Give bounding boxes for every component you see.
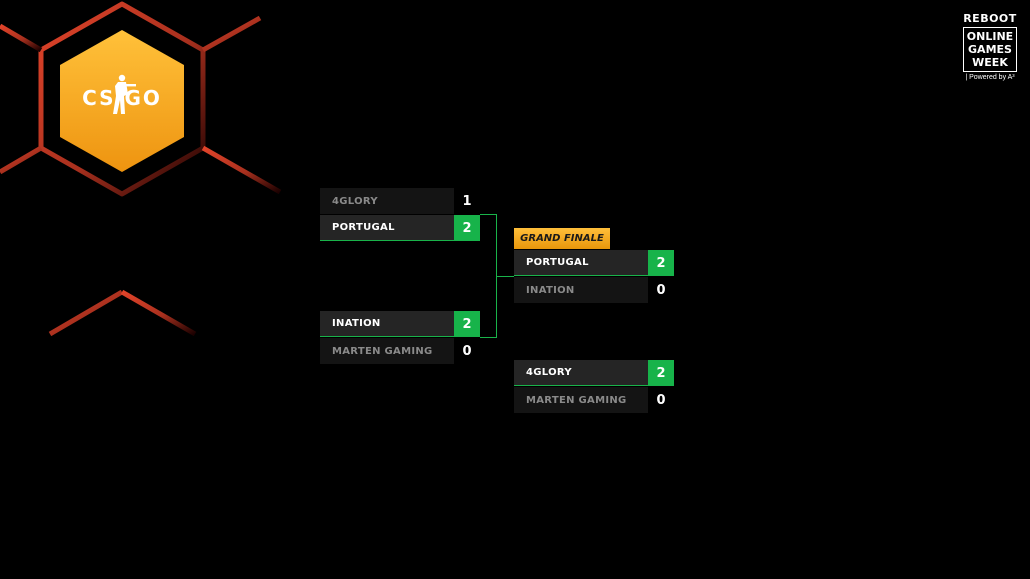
bracket-connector [496,276,514,277]
bracket-connector [480,337,497,338]
brand-line: WEEK [964,56,1016,69]
brand-line: ONLINE [964,30,1016,43]
team-name: MARTEN GAMING [320,338,454,364]
brand-box: ONLINE GAMES WEEK [963,27,1017,72]
match-row: INATION 2 [320,311,480,337]
team-score: 2 [454,215,480,241]
match-row: MARTEN GAMING 0 [514,387,674,413]
brand-line: GAMES [964,43,1016,56]
reboot-brand: REBOOT ONLINE GAMES WEEK | Powered by A³ [960,12,1020,81]
soldier-icon [112,74,136,116]
team-name: 4GLORY [320,188,454,214]
team-name: PORTUGAL [514,250,648,276]
csgo-logo: CS GO [60,30,184,172]
team-name: INATION [514,277,648,303]
match-row: 4GLORY 2 [514,360,674,386]
team-score: 1 [454,188,480,214]
team-score: 0 [648,387,674,413]
team-name: PORTUGAL [320,215,454,241]
grand-finale-badge: GRAND FINALE [514,228,610,249]
team-score: 0 [648,277,674,303]
match-row: PORTUGAL 2 [514,250,674,276]
match-row: INATION 0 [514,277,674,303]
team-score: 2 [454,311,480,337]
team-score: 2 [648,360,674,386]
team-name: MARTEN GAMING [514,387,648,413]
team-score: 0 [454,338,480,364]
team-name: INATION [320,311,454,337]
team-score: 2 [648,250,674,276]
team-name: 4GLORY [514,360,648,386]
brand-title: REBOOT [960,12,1020,25]
brand-powered-by: | Powered by A³ [960,74,1020,81]
match-row: MARTEN GAMING 0 [320,338,480,364]
bracket-connector [480,214,497,215]
match-row: PORTUGAL 2 [320,215,480,241]
match-row: 4GLORY 1 [320,188,480,214]
